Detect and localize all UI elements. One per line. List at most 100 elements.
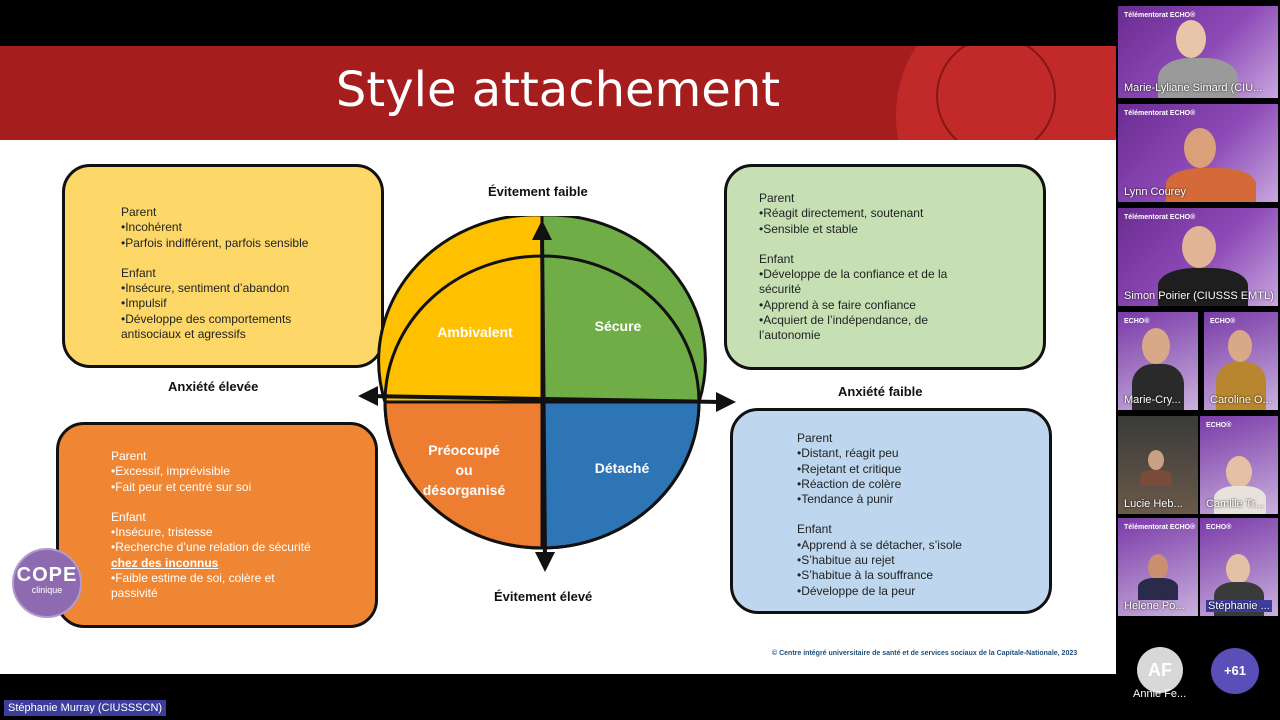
child-item: •Apprend à se détacher, s’isole — [797, 538, 1049, 553]
quadrant-svg — [352, 216, 742, 576]
participant-tile[interactable]: Télémentorat ECHO® Helene Po... — [1118, 518, 1198, 616]
presentation-slide: Style attachement Parent •Incohérent •Pa… — [0, 46, 1116, 674]
participant-tile[interactable]: Lucie Heb... — [1118, 416, 1198, 514]
echo-brand-label: ECHO® — [1210, 318, 1235, 325]
parent-heading: Parent — [759, 191, 1043, 206]
parent-item: •Parfois indifférent, parfois sensible — [121, 236, 381, 251]
participant-video — [1142, 328, 1170, 364]
participant-name: Simon Poirier (CIUSSS EMTL) — [1124, 290, 1274, 302]
echo-brand-label: Télémentorat ECHO® — [1124, 524, 1195, 531]
participant-name: Annie Fe... — [1133, 688, 1186, 700]
child-heading: Enfant — [797, 522, 1049, 537]
copyright-notice: © Centre intégré universitaire de santé … — [772, 650, 1077, 657]
quadrant-label-ambivalent: Ambivalent — [430, 322, 520, 342]
parent-item: •Tendance à punir — [797, 492, 1049, 507]
echo-brand-label: Télémentorat ECHO® — [1124, 12, 1195, 19]
participant-name: Stéphanie ... — [1206, 600, 1272, 612]
attachment-quadrant-diagram: Ambivalent Sécure Préoccupé ou désorgani… — [352, 216, 742, 576]
participant-tile-active-speaker[interactable]: ECHO® Stéphanie ... — [1200, 518, 1278, 616]
participant-name: Lucie Heb... — [1124, 498, 1183, 510]
parent-item: •Réaction de colère — [797, 477, 1049, 492]
child-item: •Acquiert de l’indépendance, de — [759, 313, 1043, 328]
child-item: •Développe de la peur — [797, 584, 1049, 599]
child-item: •S’habitue à la souffrance — [797, 568, 1049, 583]
parent-heading: Parent — [121, 205, 381, 220]
echo-brand-label: ECHO® — [1124, 318, 1149, 325]
cope-clinique-logo: COPE clinique — [12, 548, 82, 618]
participant-video — [1184, 128, 1216, 168]
parent-heading: Parent — [797, 431, 1049, 446]
parent-item: •Sensible et stable — [759, 222, 1043, 237]
quadrant-secure — [542, 216, 705, 402]
child-item: •Insécure, sentiment d’abandon — [121, 281, 381, 296]
child-item: •Faible estime de soi, colère et — [111, 571, 375, 586]
parent-item: •Rejetant et critique — [797, 462, 1049, 477]
participant-tile[interactable]: ECHO® Caroline O... — [1204, 312, 1278, 410]
more-participants-button[interactable]: +61 — [1211, 648, 1259, 694]
child-heading: Enfant — [759, 252, 1043, 267]
ambivalent-description-box: Parent •Incohérent •Parfois indifférent,… — [62, 164, 384, 368]
participant-name: Lynn Courey — [1124, 186, 1186, 198]
participant-video — [1148, 450, 1164, 470]
parent-item: •Incohérent — [121, 220, 381, 235]
arrow-left-icon — [358, 386, 378, 406]
participant-video — [1148, 554, 1168, 580]
child-item-emphasis: chez des inconnus — [111, 556, 375, 571]
axis-label-avoidance-high: Évitement élevé — [494, 589, 592, 604]
parent-item: •Réagit directement, soutenant — [759, 206, 1043, 221]
quadrant-ambivalent — [379, 216, 542, 402]
child-item: •Développe de la confiance et de la — [759, 267, 1043, 282]
participant-tile[interactable]: Télémentorat ECHO® Marie-Lyliane Simard … — [1118, 6, 1278, 98]
participant-name: Camille Tr... — [1206, 498, 1264, 510]
axis-label-anxiety-high: Anxiété élevée — [168, 379, 258, 394]
axis-label-avoidance-low: Évitement faible — [488, 184, 588, 199]
child-item: •Insécure, tristesse — [111, 525, 375, 540]
echo-brand-label: Télémentorat ECHO® — [1124, 110, 1195, 117]
child-item: antisociaux et agressifs — [121, 327, 381, 342]
child-item: •Recherche d’une relation de sécurité — [111, 540, 375, 555]
participant-name: Helene Po... — [1124, 600, 1185, 612]
quadrant-label-secure: Sécure — [578, 316, 658, 336]
preoccupied-description-box: Parent •Excessif, imprévisible •Fait peu… — [56, 422, 378, 628]
participant-avatar[interactable]: AF — [1137, 647, 1183, 693]
child-item: •Développe des comportements — [121, 312, 381, 327]
participant-name: Marie-Cry... — [1124, 394, 1181, 406]
detached-description-box: Parent •Distant, réagit peu •Rejetant et… — [730, 408, 1052, 614]
arrow-right-icon — [716, 392, 736, 412]
participant-tile[interactable]: Télémentorat ECHO® Simon Poirier (CIUSSS… — [1118, 208, 1278, 306]
participant-video — [1226, 456, 1252, 488]
participant-video — [1176, 20, 1206, 58]
child-item: l’autonomie — [759, 328, 1043, 343]
child-heading: Enfant — [121, 266, 381, 281]
parent-heading: Parent — [111, 449, 375, 464]
quadrant-label-line: Préoccupé — [412, 440, 516, 460]
quadrant-label-preoccupied: Préoccupé ou désorganisé — [412, 440, 516, 500]
axis-label-anxiety-low: Anxiété faible — [838, 384, 923, 399]
participant-tile[interactable]: ECHO® Marie-Cry... — [1118, 312, 1198, 410]
logo-text: COPE — [14, 564, 80, 587]
secure-description-box: Parent •Réagit directement, soutenant •S… — [724, 164, 1046, 370]
quadrant-label-line: désorganisé — [412, 480, 516, 500]
child-item: •Apprend à se faire confiance — [759, 298, 1043, 313]
participant-video — [1228, 330, 1252, 362]
presenter-name-tag: Stéphanie Murray (CIUSSSCN) — [4, 700, 166, 716]
quadrant-label-detached: Détaché — [580, 458, 664, 478]
participant-name: Caroline O... — [1210, 394, 1272, 406]
child-item: •S’habitue au rejet — [797, 553, 1049, 568]
child-item: •Impulsif — [121, 296, 381, 311]
parent-item: •Excessif, imprévisible — [111, 464, 375, 479]
quadrant-label-line: ou — [412, 460, 516, 480]
child-heading: Enfant — [111, 510, 375, 525]
participant-tile[interactable]: Télémentorat ECHO® Lynn Courey — [1118, 104, 1278, 202]
echo-brand-label: Télémentorat ECHO® — [1124, 214, 1195, 221]
arrow-down-icon — [535, 552, 555, 572]
title-banner: Style attachement — [0, 46, 1116, 140]
parent-item: •Fait peur et centré sur soi — [111, 480, 375, 495]
participant-video — [1226, 554, 1250, 584]
participant-name: Marie-Lyliane Simard (CIU... — [1124, 82, 1262, 94]
slide-title: Style attachement — [0, 62, 1116, 118]
echo-brand-label: ECHO® — [1206, 524, 1231, 531]
participant-tile[interactable]: ECHO® Camille Tr... — [1200, 416, 1278, 514]
child-item: passivité — [111, 586, 375, 601]
child-item: sécurité — [759, 282, 1043, 297]
